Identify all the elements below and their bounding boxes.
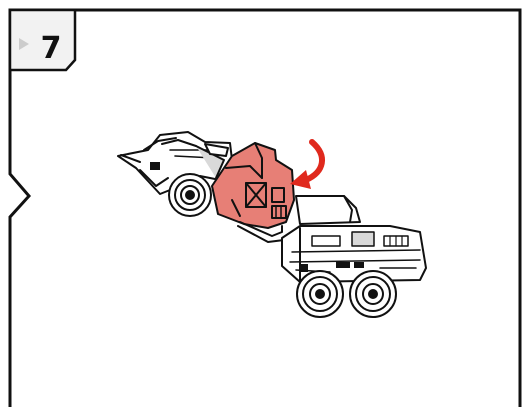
front-wheel-left [297, 271, 343, 317]
front-wheel-right [350, 271, 396, 317]
upper-wheel [169, 174, 211, 216]
step-number: 7 [36, 32, 66, 66]
